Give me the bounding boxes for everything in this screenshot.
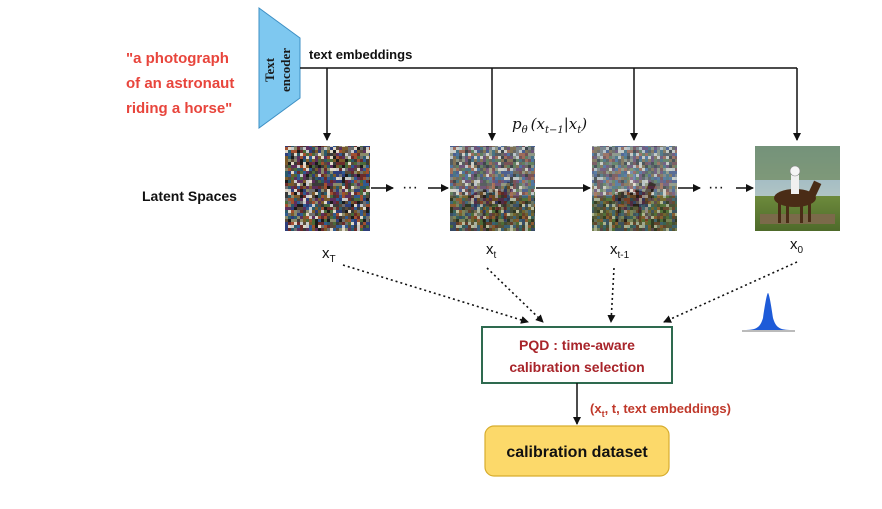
noise-image [285, 146, 370, 231]
text-embeddings-label: text embeddings [309, 47, 412, 62]
transition-formula: pθ(xt−1|xt) [512, 115, 587, 136]
latent-label-xT: xT [322, 245, 336, 265]
horse-silhouette [774, 180, 822, 223]
ellipsis-1: ··· [402, 179, 418, 196]
latent-image-xt [450, 146, 535, 231]
text-encoder-label-1: Text [262, 57, 277, 82]
latent-label-xt-1: xt-1 [610, 241, 630, 261]
dotted-arrow-xT [342, 264, 529, 324]
calibration-dataset-label: calibration dataset [506, 444, 648, 461]
dotted-arrow-x0 [663, 261, 798, 323]
pqd-line-2: calibration selection [509, 359, 644, 375]
latent-label-xt: xt [486, 241, 497, 261]
prompt-line-2: of an astronaut [126, 75, 234, 92]
pqd-line-1: PQD : time-aware [519, 337, 635, 353]
dotted-arrow-xt [486, 267, 544, 323]
dotted-arrow-xt-1 [607, 267, 616, 323]
prompt-text: "a photograph of an astronaut riding a h… [126, 50, 234, 117]
noise-overlay [592, 146, 677, 231]
ellipsis-2: ··· [708, 179, 724, 196]
latent-label-x0: x0 [790, 236, 804, 256]
text-encoder-label-2: encoder [278, 48, 293, 92]
pqd-box: PQD : time-aware calibration selection [481, 326, 673, 384]
prompt-line-1: "a photograph [126, 50, 229, 67]
noise-overlay [450, 146, 535, 231]
latent-image-xt-1 [592, 146, 677, 231]
output-tuple-label: (xt, t, text embeddings) [590, 401, 731, 419]
selection-arrows [342, 261, 798, 324]
calibration-dataset-box: calibration dataset [484, 425, 670, 477]
prompt-line-3: riding a horse" [126, 100, 232, 117]
latent-image-xT [285, 146, 370, 231]
astronaut-rider [789, 165, 801, 194]
latent-spaces-label: Latent Spaces [142, 188, 237, 204]
distribution-icon [742, 293, 795, 332]
embedding-connectors [300, 67, 801, 141]
text-encoder-shape [258, 7, 301, 129]
formula-text: pθ(xt−1|xt) [512, 115, 587, 136]
text-encoder: Text encoder [258, 7, 301, 129]
latent-image-x0 [755, 146, 840, 231]
